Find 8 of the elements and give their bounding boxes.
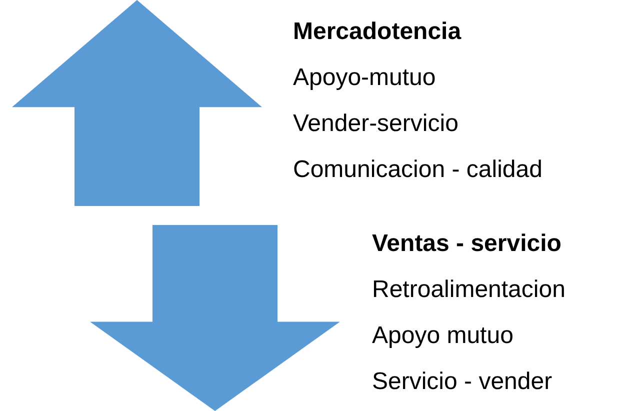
list-item-text: Vender-servicio	[293, 110, 458, 138]
heading-text: Mercadotencia	[293, 18, 462, 46]
list-item-text: Servicio - vender	[372, 368, 552, 396]
heading-text: Ventas - servicio	[372, 230, 562, 258]
list-item-text: Apoyo-mutuo	[293, 64, 436, 92]
list-item-text: Comunicacion - calidad	[293, 156, 542, 184]
list-item-text: Apoyo mutuo	[372, 322, 514, 350]
list-item-text: Retroalimentacion	[372, 276, 566, 304]
